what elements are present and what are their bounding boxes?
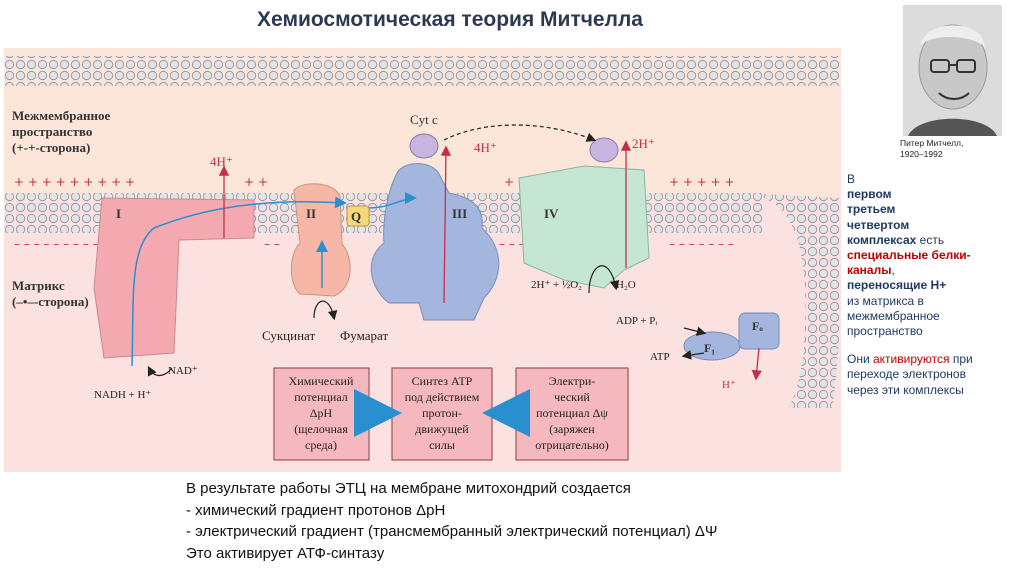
svg-text:Химический: Химический xyxy=(289,374,354,388)
svg-text:(–•–-сторона): (–•–-сторона) xyxy=(12,294,89,309)
complex-2 xyxy=(290,183,351,297)
matrix-label: Матрикс xyxy=(12,278,65,293)
svg-text:4H⁺: 4H⁺ xyxy=(210,154,233,169)
portrait-photo xyxy=(903,5,1002,136)
svg-text:H⁺: H⁺ xyxy=(722,379,736,391)
outer-membrane xyxy=(4,56,841,86)
cyt-c-label: Cyt c xyxy=(410,112,438,127)
svg-text:потенциал Δψ: потенциал Δψ xyxy=(536,406,608,420)
svg-text:ческий: ческий xyxy=(554,390,590,404)
page-title: Хемиосмотическая теория Митчелла xyxy=(257,8,643,31)
svg-text:Fₒ: Fₒ xyxy=(752,319,763,333)
svg-text:– – – – – – – – –: – – – – – – – – – xyxy=(14,237,99,251)
complex-3 xyxy=(370,163,500,321)
svg-text:(+-+-сторона): (+-+-сторона) xyxy=(12,140,90,155)
complex-1-label: I xyxy=(116,206,121,221)
svg-text:F₁: F₁ xyxy=(704,341,715,355)
svg-text:(заряжен: (заряжен xyxy=(549,422,595,436)
svg-text:протон-: протон- xyxy=(422,406,462,420)
svg-text:отрицательно): отрицательно) xyxy=(535,438,609,452)
svg-text:ADP + Pᵢ: ADP + Pᵢ xyxy=(616,315,657,327)
svg-text:ΔpH: ΔpH xyxy=(310,406,333,420)
svg-text:Фумарат: Фумарат xyxy=(340,328,388,343)
svg-text:+ +: + + xyxy=(244,175,268,189)
svg-text:+ + + + +: + + + + + xyxy=(669,175,735,189)
svg-text:Синтез ATP: Синтез ATP xyxy=(412,374,473,388)
complex-3-label: III xyxy=(452,206,467,221)
complex-4-label: IV xyxy=(544,206,559,221)
svg-text:– – – – – – –: – – – – – – – xyxy=(669,237,734,251)
atp-synthesis-box xyxy=(391,367,493,461)
cyt-c-right xyxy=(589,137,619,163)
membrane-curve xyxy=(744,193,841,408)
svg-text:4H⁺: 4H⁺ xyxy=(474,140,497,155)
svg-text:Q: Q xyxy=(351,209,361,224)
side-notes: В первом третьем четвертом комплексах ес… xyxy=(847,172,973,397)
svg-text:среда): среда) xyxy=(305,438,337,452)
complex-2-label: II xyxy=(306,206,316,221)
svg-text:NADH + H⁺: NADH + H⁺ xyxy=(94,389,151,401)
complex-4 xyxy=(518,165,650,289)
electric-potential-box xyxy=(515,367,629,461)
svg-text:под действием: под действием xyxy=(405,390,480,404)
svg-text:потенциал: потенциал xyxy=(294,390,348,404)
portrait-caption: Питер Митчелл, 1920–1992 xyxy=(900,138,964,159)
svg-text:NAD⁺: NAD⁺ xyxy=(168,365,198,377)
svg-text:Электри-: Электри- xyxy=(549,374,596,388)
svg-text:силы: силы xyxy=(429,438,455,452)
svg-text:ATP: ATP xyxy=(650,351,670,363)
svg-text:Сукцинат: Сукцинат xyxy=(262,328,315,343)
svg-text:– –: – – xyxy=(264,237,280,251)
intermembrane-label: Межмембранное xyxy=(12,108,110,123)
electron-path-arrow xyxy=(131,196,347,367)
svg-text:2H⁺: 2H⁺ xyxy=(632,136,655,151)
svg-text:2H⁺ + ½O₂: 2H⁺ + ½O₂ xyxy=(531,279,582,291)
etc-diagram: + + + + + + + + + + + + + + + + + + + – … xyxy=(4,48,841,472)
cyt-c-left xyxy=(409,133,439,159)
ubiquinone xyxy=(346,205,370,227)
svg-text:(щелочная: (щелочная xyxy=(294,422,348,436)
svg-text:+ + + + + + + + +: + + + + + + + + + xyxy=(14,175,135,189)
svg-text:пространство: пространство xyxy=(12,124,92,139)
complex-1 xyxy=(93,197,255,359)
summary-text: В результате работы ЭТЦ на мембране мито… xyxy=(186,480,718,562)
svg-text:движущей: движущей xyxy=(415,422,469,436)
svg-text:H₂O: H₂O xyxy=(616,279,636,291)
